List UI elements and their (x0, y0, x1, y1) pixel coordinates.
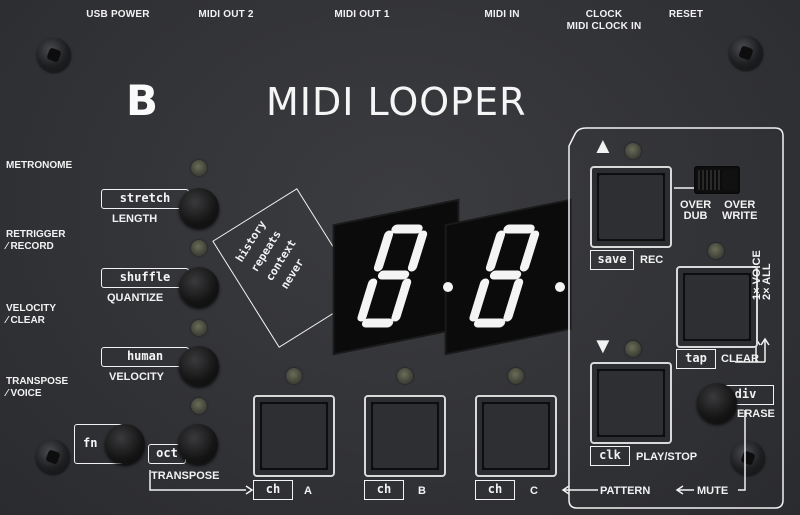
device-title: MIDI LOOPER (266, 80, 527, 124)
play-stop-button[interactable] (590, 362, 672, 444)
velocity-led (191, 320, 207, 336)
pad-a-button[interactable] (253, 395, 335, 477)
div-label: div (718, 385, 774, 405)
mute-arrowhead (675, 485, 684, 495)
overdub-label: OVER DUB (680, 200, 711, 222)
pad-a-label: A (304, 485, 312, 497)
digit-2-segments (469, 224, 540, 328)
up-arrow-icon: ▲ (592, 133, 614, 158)
overdub-label-line2: DUB (683, 210, 708, 222)
pad-b-led (397, 368, 413, 384)
right-section-frame (568, 127, 784, 509)
pad-c-led (508, 368, 524, 384)
velocity-label: VELOCITY (109, 371, 165, 383)
transpose-arrow-line (149, 470, 246, 491)
length-label: LENGTH (112, 213, 158, 225)
pad-c-label: C (530, 485, 538, 497)
pad-a-surface (262, 404, 326, 468)
transpose-voice-label: TRANSPOSE ⁄ VOICE (6, 376, 68, 400)
digit-1-dot (443, 282, 453, 292)
clear-label: CLEAR (721, 353, 759, 365)
velocity-clear-label-line2: ⁄ CLEAR (6, 315, 45, 326)
clk-label: clk (590, 446, 630, 466)
pad-b-ch: ch (364, 480, 404, 500)
digit-1-segments (357, 224, 428, 328)
velocity-clear-label-line1: VELOCITY (6, 303, 57, 314)
pad-a-led (286, 368, 302, 384)
clear-led (708, 243, 724, 259)
brand-logo: B (126, 76, 159, 125)
rec-button[interactable] (590, 166, 672, 248)
pad-a-ch: ch (253, 480, 293, 500)
screw-bottom-left-icon (36, 440, 70, 474)
clear-button-surface (685, 275, 749, 339)
metronome-led (191, 160, 207, 176)
play-led (625, 341, 641, 357)
transpose-arrowhead (245, 485, 254, 495)
retrigger-led (191, 240, 207, 256)
erase-label: ERASE (737, 408, 775, 420)
transpose-led (191, 398, 207, 414)
overwrite-label-line1: OVER (724, 199, 756, 211)
mute-flow-label: MUTE (697, 485, 729, 497)
transpose-label: TRANSPOSE (151, 470, 220, 482)
mute-route-line (738, 410, 746, 491)
overwrite-label: OVER WRITE (722, 200, 757, 222)
display-segments (357, 224, 565, 328)
voice-label-line2: 2× ALL (761, 263, 773, 300)
overwrite-label-line2: WRITE (722, 210, 758, 222)
erase-button[interactable] (697, 383, 737, 423)
rec-button-surface (599, 175, 663, 239)
pad-b-button[interactable] (364, 395, 446, 477)
pad-b-surface (373, 404, 437, 468)
down-arrow-icon: ▼ (592, 333, 614, 358)
screw-top-right-icon (729, 36, 763, 70)
screw-bottom-right-icon (731, 441, 765, 475)
clock-label-line2: MIDI CLOCK IN (566, 21, 642, 32)
pad-b-label: B (418, 485, 426, 497)
overdub-label-line1: OVER (680, 199, 712, 211)
pad-c-surface (484, 404, 548, 468)
play-stop-label: PLAY/STOP (636, 451, 698, 463)
pattern-flow-label: PATTERN (600, 485, 651, 497)
screw-top-left-icon (37, 38, 71, 72)
digit-2-dot (555, 282, 565, 292)
rec-label: REC (640, 254, 664, 266)
transpose-voice-label-line1: TRANSPOSE (6, 376, 69, 387)
midi-out-1-label: MIDI OUT 1 (334, 9, 390, 20)
reset-label: RESET (668, 9, 704, 20)
overdub-switch[interactable] (694, 166, 740, 194)
overdub-switch-handle[interactable] (698, 170, 722, 190)
voice-2x-arrowhead (760, 337, 770, 346)
retrigger-label: RETRIGGER ⁄ RECORD (6, 229, 65, 253)
save-label: save (590, 250, 634, 270)
transpose-button[interactable] (178, 424, 218, 464)
fn-button[interactable] (105, 424, 145, 464)
play-stop-surface (599, 371, 663, 435)
pattern-arrowhead (561, 485, 570, 495)
velocity-clear-label: VELOCITY ⁄ CLEAR (6, 303, 56, 327)
midi-out-2-label: MIDI OUT 2 (198, 9, 254, 20)
metronome-label: METRONOME (6, 160, 73, 171)
length-button[interactable] (179, 188, 219, 228)
transpose-voice-label-line2: ⁄ VOICE (6, 388, 42, 399)
usb-power-label: USB POWER (86, 9, 150, 20)
pad-c-ch: ch (475, 480, 515, 500)
quantize-label: QUANTIZE (107, 292, 164, 304)
rec-led (625, 143, 641, 159)
clock-label-line1: CLOCK (585, 9, 623, 20)
voice-label-line1: 1× VOICE (751, 250, 763, 300)
velocity-button[interactable] (179, 346, 219, 386)
tap-label: tap (676, 349, 716, 369)
retrigger-label-line1: RETRIGGER (6, 229, 66, 240)
quantize-button[interactable] (179, 267, 219, 307)
pad-c-button[interactable] (475, 395, 557, 477)
clock-label: CLOCK MIDI CLOCK IN (556, 9, 652, 33)
clear-button[interactable] (676, 266, 758, 348)
voice-label: 1× VOICE 2× ALL (751, 250, 773, 300)
midi-in-label: MIDI IN (484, 9, 520, 20)
retrigger-label-line2: ⁄ RECORD (6, 241, 54, 252)
